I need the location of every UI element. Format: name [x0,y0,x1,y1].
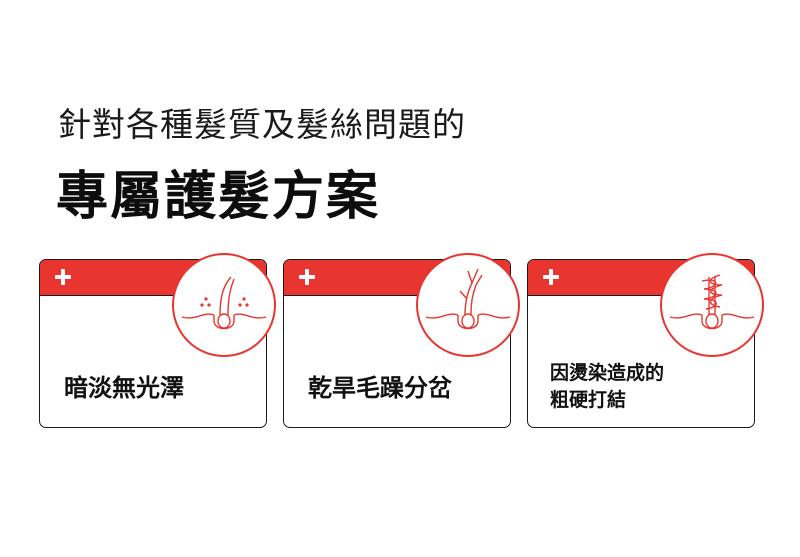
card-label-line-1: 因燙染造成的 [550,362,665,384]
card-label: 因燙染造成的 粗硬打結 [550,360,664,414]
hair-issue-card-dull: 暗淡無光澤 [39,253,276,428]
card-label: 暗淡無光澤 [64,374,184,402]
hair-issue-card-damage: 因燙染造成的 粗硬打結 [527,253,764,428]
hair-issue-card-frizz: 乾旱毛躁分岔 [283,253,520,428]
plus-icon [298,268,316,286]
plus-icon [542,268,560,286]
hair-follicle-tangled-icon [660,253,764,357]
hair-follicle-split-icon [416,253,520,357]
page-title: 專屬護髮方案 [56,167,381,227]
card-label-line-2: 粗硬打結 [550,389,627,411]
card-label: 乾旱毛躁分岔 [308,374,452,402]
plus-icon [54,268,72,286]
hair-follicle-dots-icon [172,253,276,357]
page-subtitle: 針對各種髮質及髮絲問題的 [58,105,466,144]
